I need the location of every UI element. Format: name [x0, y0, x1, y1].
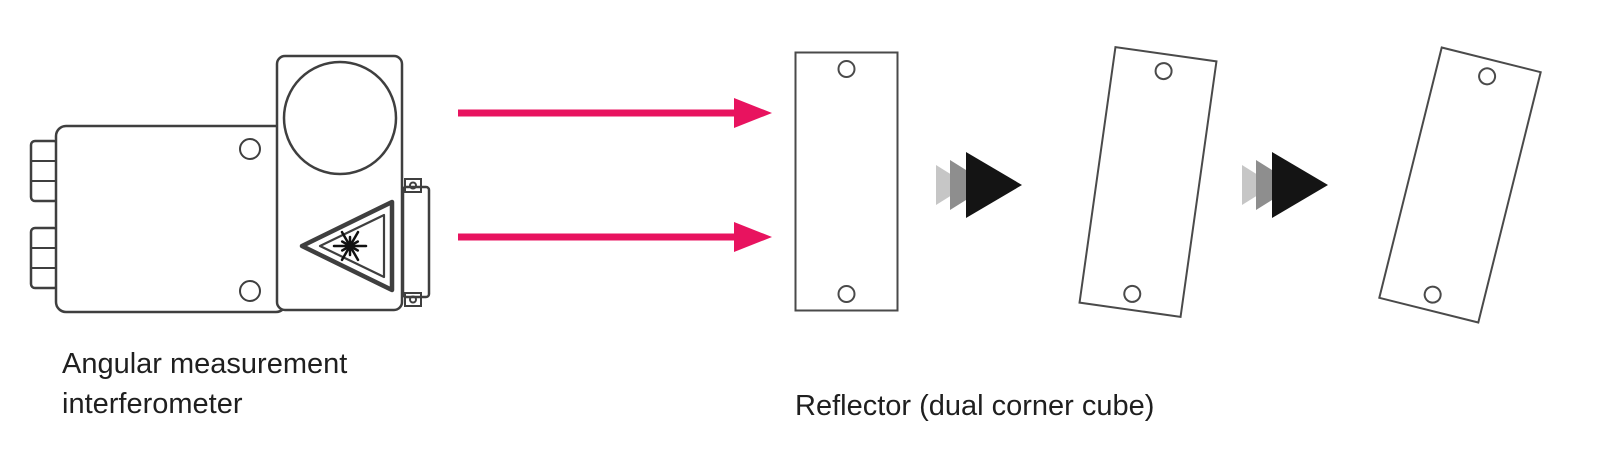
reflector-position-1 — [794, 51, 899, 312]
plate-screw-bottom-icon — [1423, 285, 1442, 304]
interferometer-label: Angular measurement interferometer — [62, 348, 348, 421]
laser-starburst-icon — [332, 230, 368, 262]
connector-bottom — [29, 226, 60, 290]
laser-beam-arrow-top — [458, 98, 772, 128]
reflector-plate — [794, 51, 899, 312]
screw-bottom-icon — [239, 280, 261, 302]
mount-bracket — [401, 178, 431, 307]
plate-screw-bottom-icon — [837, 285, 856, 303]
plate-screw-bottom-icon — [1123, 284, 1142, 303]
reflector-plate — [1378, 46, 1542, 324]
interferometer-figure — [29, 54, 431, 314]
screw-top-icon — [239, 138, 261, 160]
laser-warning-icon — [299, 199, 395, 293]
fast-forward-icon-2 — [1242, 152, 1328, 218]
plate-screw-top-icon — [1478, 67, 1497, 86]
laser-beam-arrow-bottom — [458, 222, 772, 252]
plate-screw-top-icon — [837, 60, 856, 78]
reflector-label: Reflector (dual corner cube) — [795, 390, 1155, 422]
lens-circle — [282, 60, 398, 176]
reflector-plate — [1078, 46, 1218, 318]
connector-top — [29, 139, 60, 203]
reflector-position-3 — [1378, 46, 1542, 324]
device-body — [54, 124, 288, 314]
reflector-position-2 — [1078, 46, 1218, 318]
fast-forward-icon-1 — [936, 152, 1022, 218]
plate-screw-top-icon — [1154, 62, 1173, 81]
